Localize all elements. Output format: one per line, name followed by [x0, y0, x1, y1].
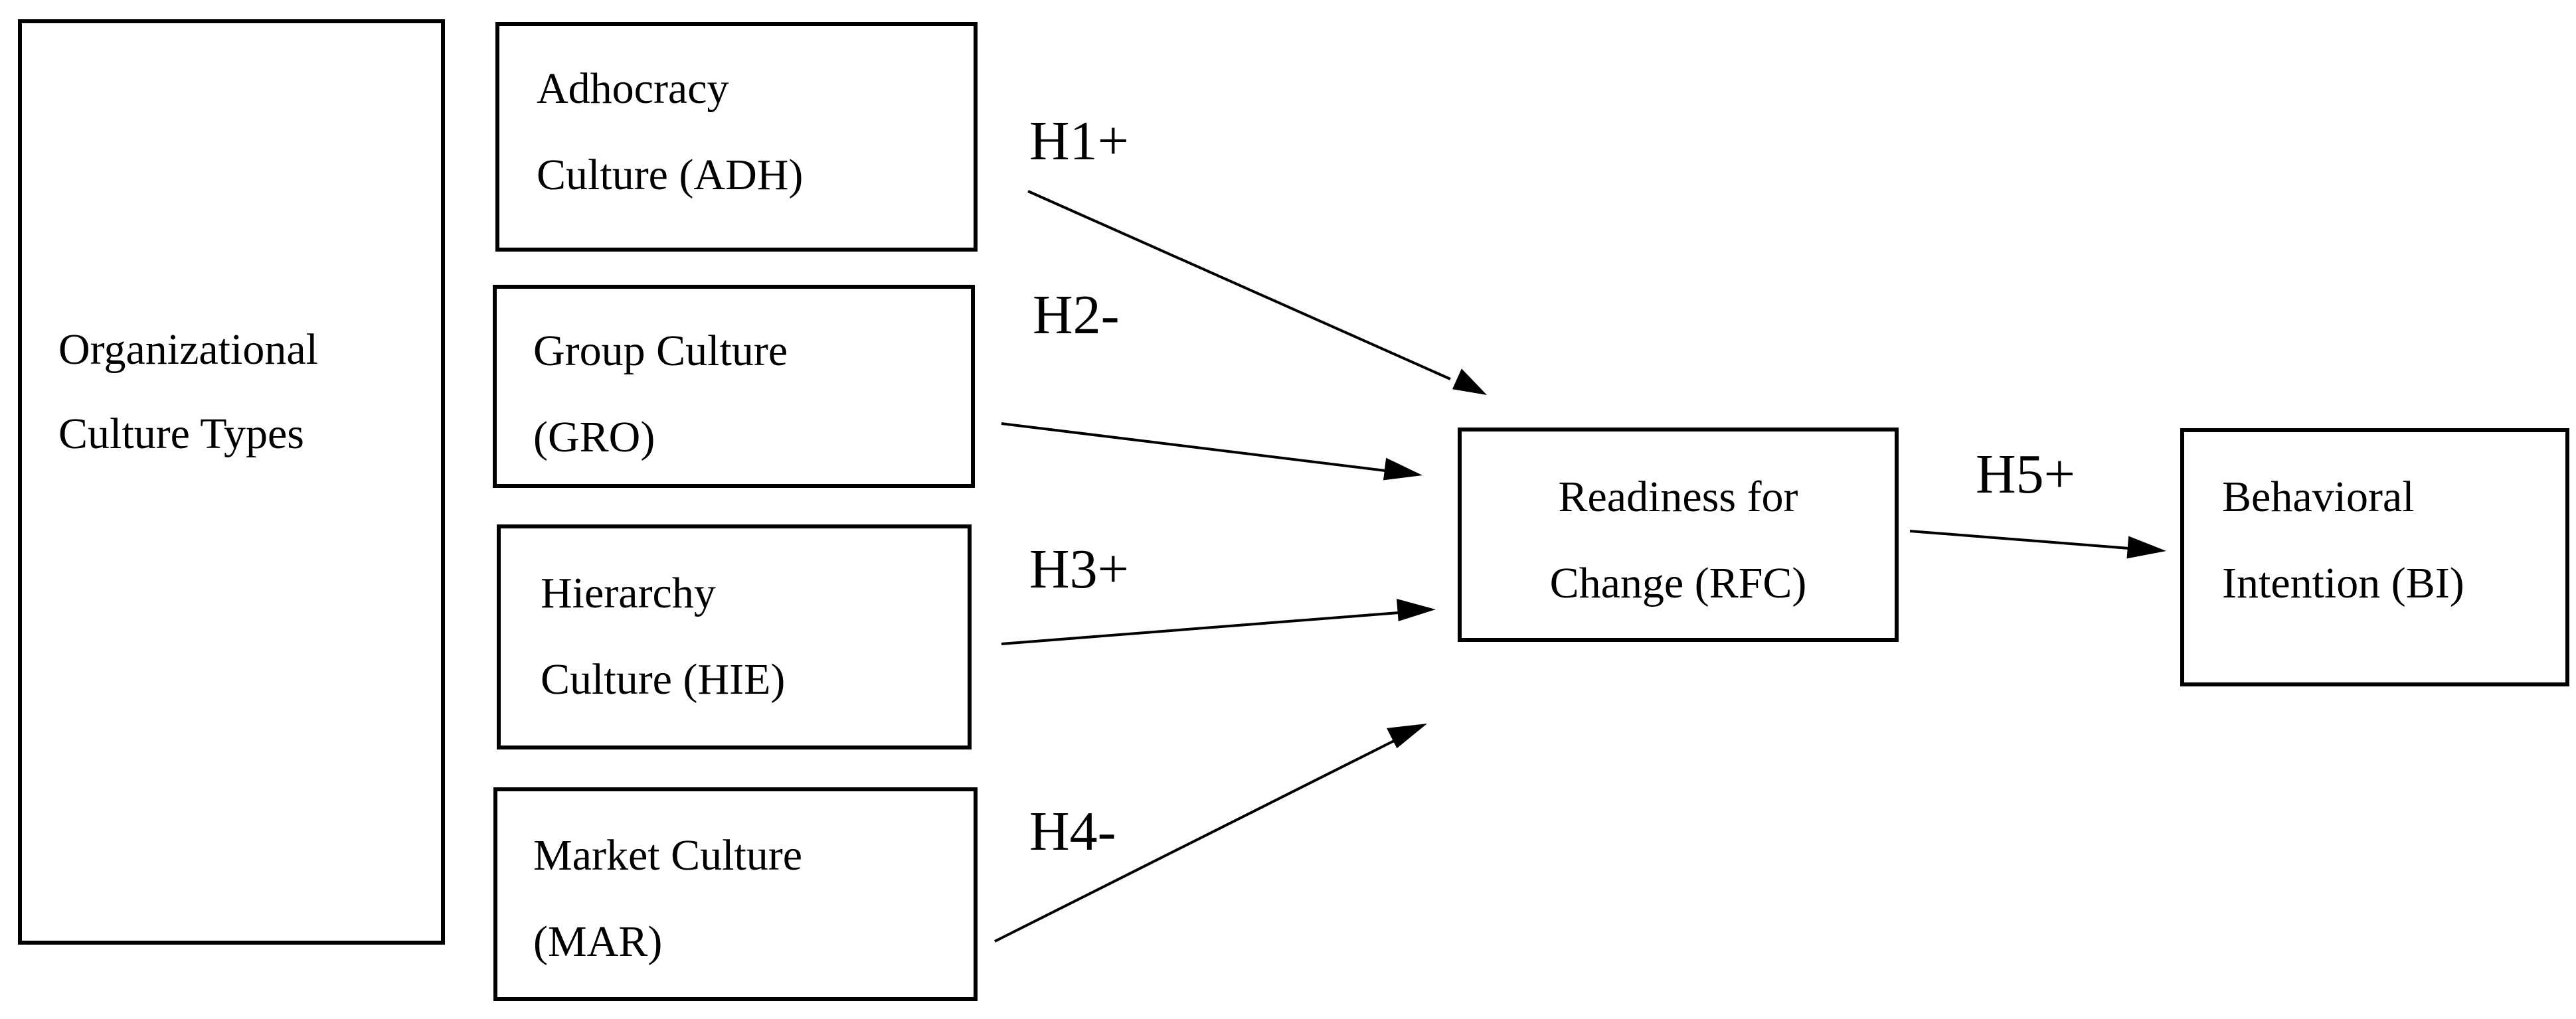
arrow-h5 [1909, 530, 2166, 559]
bi-line1: Behavioral [2222, 473, 2415, 521]
arrow-h2 [1001, 422, 1422, 481]
market-culture-box: Market Culture (MAR) [493, 787, 978, 1001]
bi-line2: Intention (BI) [2222, 559, 2464, 607]
arrow-h4 [994, 724, 1427, 943]
arrow-h3 [1001, 599, 1436, 645]
gro-line2: (GRO) [533, 413, 655, 461]
group-culture-box: Group Culture (GRO) [493, 285, 975, 488]
hypothesis-label-h3: H3+ [1029, 538, 1129, 600]
hypothesis-label-h5: H5+ [1976, 443, 2075, 505]
adh-line2: Culture (ADH) [537, 151, 803, 199]
org-types-line1: Organizational [58, 325, 318, 374]
adh-line1: Adhocracy [537, 64, 729, 113]
adhocracy-culture-box: Adhocracy Culture (ADH) [495, 22, 978, 252]
gro-line1: Group Culture [533, 327, 788, 375]
readiness-for-change-box: Readiness for Change (RFC) [1458, 428, 1899, 642]
hypothesis-label-h2: H2- [1033, 284, 1120, 346]
org-types-line2: Culture Types [58, 410, 304, 458]
hie-line2: Culture (HIE) [541, 655, 785, 704]
arrow-h1 [1027, 190, 1487, 395]
behavioral-intention-box: Behavioral Intention (BI) [2180, 428, 2569, 686]
organizational-culture-types-box: Organizational Culture Types [18, 19, 445, 945]
mar-line2: (MAR) [533, 917, 662, 966]
rfc-line2: Change (RFC) [1550, 559, 1807, 607]
rfc-line1: Readiness for [1558, 473, 1798, 521]
hypothesis-label-h1: H1+ [1029, 110, 1129, 172]
hierarchy-culture-box: Hierarchy Culture (HIE) [497, 524, 972, 749]
hypothesis-label-h4: H4- [1029, 801, 1116, 862]
hie-line1: Hierarchy [541, 569, 716, 617]
mar-line1: Market Culture [533, 831, 802, 880]
